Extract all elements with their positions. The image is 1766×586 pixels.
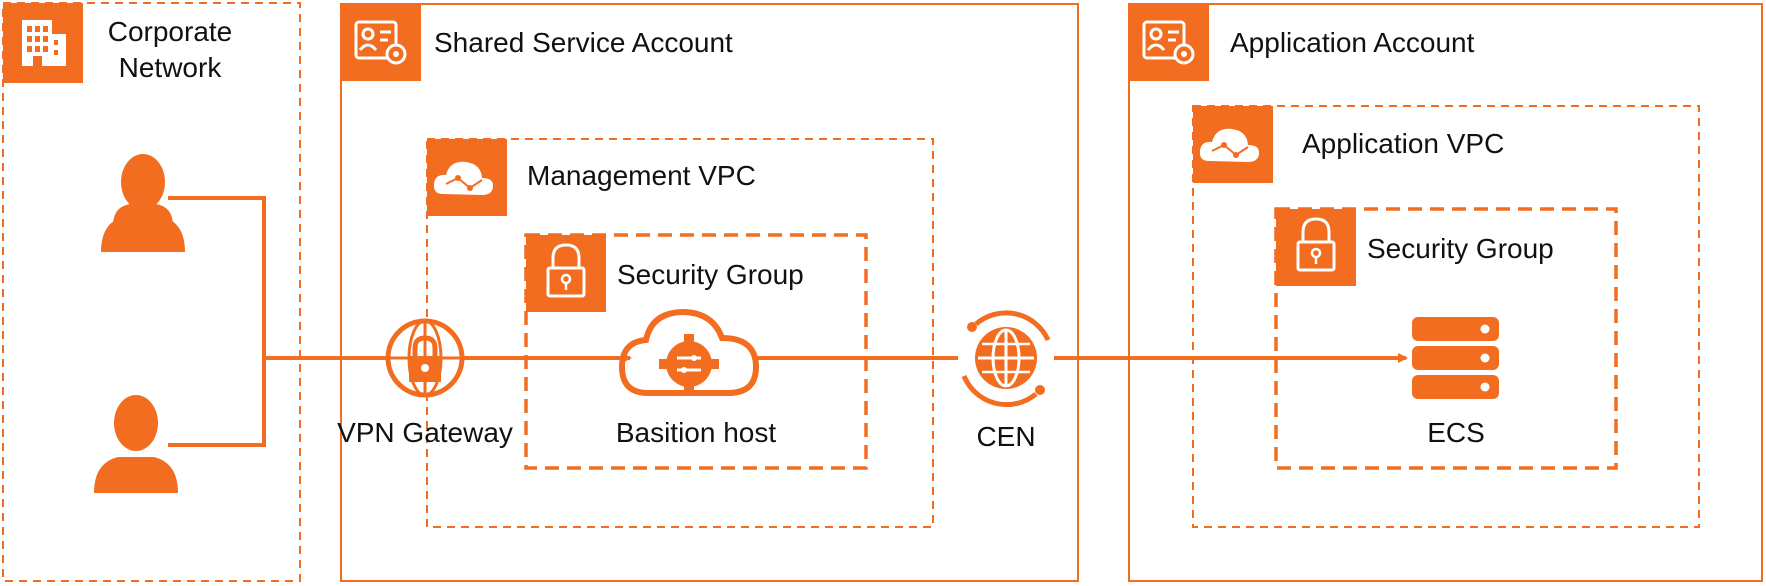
bastion-host-label: Basition host bbox=[615, 417, 777, 448]
vpc-cloud-icon bbox=[427, 139, 507, 216]
management-vpc-frame bbox=[426, 138, 934, 528]
building-icon bbox=[3, 3, 83, 83]
user1-connector bbox=[168, 196, 266, 358]
shared-service-account-frame bbox=[340, 3, 1079, 582]
application-account-title: Application Account bbox=[1230, 27, 1475, 58]
app-security-group-title: Security Group bbox=[1367, 233, 1554, 264]
cen-label: CEN bbox=[976, 421, 1036, 452]
corporate-network-title-line1: Corporate bbox=[107, 16, 233, 47]
user2-connector bbox=[168, 358, 266, 447]
corporate-network-frame bbox=[2, 2, 301, 582]
application-vpc-title: Application VPC bbox=[1302, 128, 1505, 159]
app-security-group-frame bbox=[1274, 207, 1618, 470]
user-icon bbox=[94, 395, 178, 493]
management-vpc-title: Management VPC bbox=[527, 160, 756, 191]
vpc-cloud-icon bbox=[1193, 106, 1273, 183]
user-icon bbox=[101, 154, 185, 252]
bastion-host-icon bbox=[618, 308, 760, 396]
vpn-gateway-label: VPN Gateway bbox=[337, 417, 513, 448]
corporate-network-title: Corporate Network bbox=[95, 14, 245, 86]
application-vpc-frame bbox=[1192, 105, 1700, 528]
vpn-gateway-icon bbox=[385, 318, 465, 398]
account-settings-icon bbox=[341, 4, 421, 81]
corporate-network-title-line2: Network bbox=[118, 52, 222, 83]
lock-icon bbox=[1276, 209, 1356, 286]
cen-globe-icon bbox=[961, 310, 1051, 408]
account-settings-icon bbox=[1129, 4, 1209, 81]
ecs-server-icon bbox=[1412, 317, 1499, 399]
ecs-label: ECS bbox=[1427, 417, 1485, 448]
lock-icon bbox=[526, 235, 606, 312]
mgmt-security-group-title: Security Group bbox=[617, 259, 804, 290]
application-account-frame bbox=[1128, 3, 1763, 582]
shared-service-account-title: Shared Service Account bbox=[434, 27, 733, 58]
